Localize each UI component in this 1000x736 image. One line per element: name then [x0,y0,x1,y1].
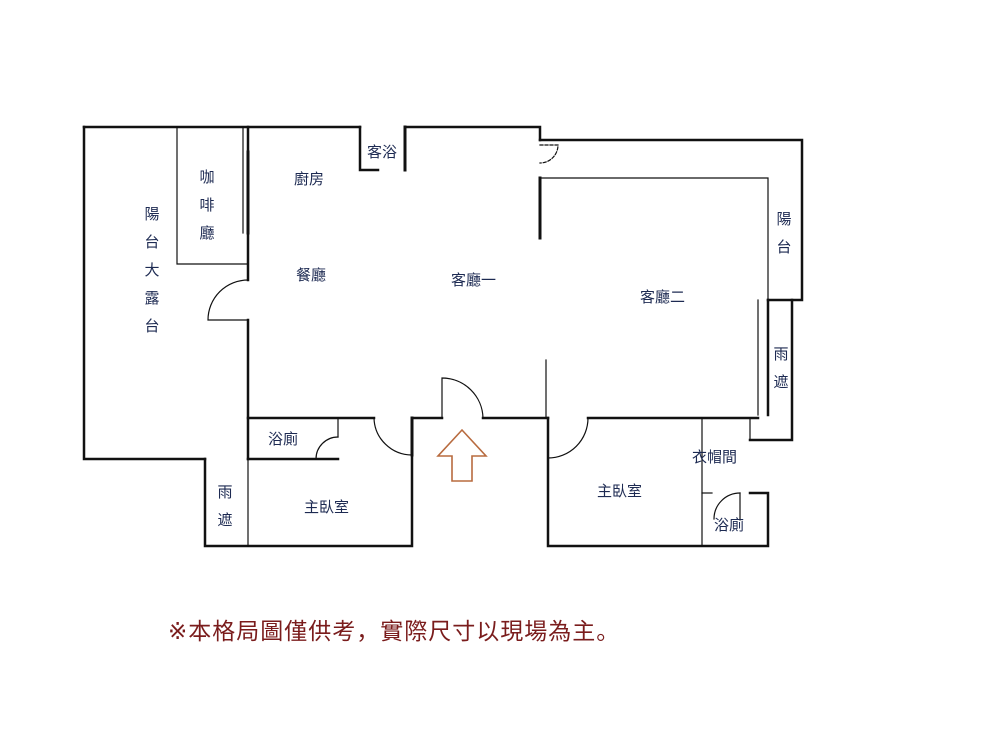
left-rain-wall [203,453,414,548]
door-arc-left-bed [373,417,413,456]
label-closet: 衣帽間 [692,448,738,466]
label-master-bedroom-left: 主臥室 [304,498,350,516]
label-bath-left: 浴廁 [268,430,299,448]
door-arc-left-bath [315,436,339,460]
right-top-wall [538,138,804,302]
door-arc-right-bed [547,417,589,459]
guest-bath-wall [358,125,380,172]
door-arc-entrance [441,377,484,419]
label-cafe: 咖啡廳 [199,168,215,242]
label-living-1: 客廳一 [451,271,497,289]
label-bath-right: 浴廁 [714,516,745,534]
terrace-wall [82,125,207,461]
up-arrow-icon [436,428,488,482]
label-master-bedroom-right: 主臥室 [597,482,643,500]
label-kitchen: 廚房 [294,170,325,188]
label-living-2: 客廳二 [640,288,686,306]
disclaimer-text: ※本格局圖僅供考，實際尺寸以現場為主。 [168,619,621,645]
right-rain-outer [748,298,794,442]
door-arc-right-bath [713,492,741,520]
cafe-wall [176,126,249,265]
label-rain-shelter-right: 雨遮 [773,345,789,391]
label-balcony-right: 陽台 [776,210,792,256]
label-guest-bath: 客浴 [367,143,398,161]
door-arc-dining [207,279,249,321]
right-bed-left [546,416,770,548]
label-balcony-terrace: 陽台大露台 [144,205,160,335]
door-arc-guest-bath [539,144,559,164]
label-dining: 餐廳 [296,266,327,284]
top-wall-mid [403,125,542,142]
living2-inner-top [539,177,769,301]
label-rain-shelter-left: 雨遮 [217,483,233,529]
